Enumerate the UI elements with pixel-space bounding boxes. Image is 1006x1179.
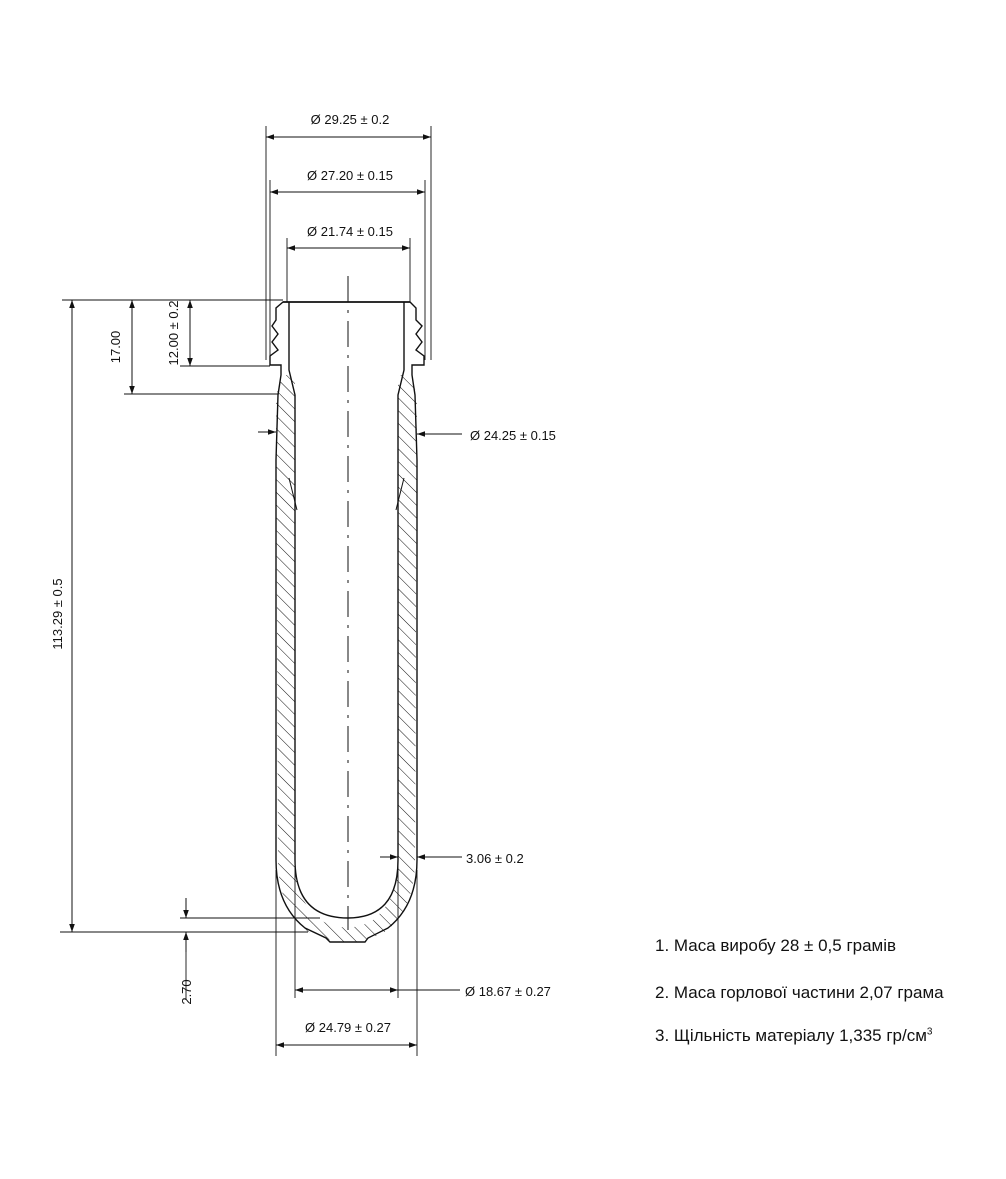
note-neck-mass: 2. Маса горлової частини 2,07 грама [655, 983, 944, 1002]
svg-text:12.00 ± 0.2: 12.00 ± 0.2 [166, 301, 181, 366]
note-material-density-text: 3. Щільність матеріалу 1,335 гр/см [655, 1026, 927, 1045]
superscript-cube: 3 [926, 1026, 933, 1038]
dim-body-outer-diameter: Ø 24.79 ± 0.27 [275, 870, 418, 1056]
note-material-density: 3. Щільність матеріалу 1,335 гр/см3 [655, 1026, 932, 1046]
neck-inner-taper-left [288, 477, 298, 511]
svg-text:Ø 21.74 ± 0.15: Ø 21.74 ± 0.15 [307, 224, 393, 239]
dim-support-ring-height: 17.00 [108, 300, 135, 394]
dim-body-upper-diameter: Ø 24.25 ± 0.15 [258, 428, 556, 443]
dim-thread-outer: Ø 29.25 ± 0.2 [265, 112, 432, 360]
svg-text:2.70: 2.70 [179, 979, 194, 1004]
svg-text:Ø 18.67 ± 0.27: Ø 18.67 ± 0.27 [465, 984, 551, 999]
dim-bottom-thickness: 2.70 [179, 898, 194, 1005]
svg-text:3.06 ± 0.2: 3.06 ± 0.2 [466, 851, 524, 866]
dim-wall-thickness: 3.06 ± 0.2 [380, 851, 524, 866]
right-wall-section [373, 375, 417, 930]
preform-outer-contour [269, 301, 425, 943]
bottom-section [305, 920, 388, 942]
dim-neck-inner: Ø 21.74 ± 0.15 [286, 224, 411, 302]
dim-total-height: 113.29 ± 0.5 [50, 300, 75, 932]
preform-inner-contour [288, 302, 405, 919]
svg-text:Ø 27.20 ± 0.15: Ø 27.20 ± 0.15 [307, 168, 393, 183]
svg-text:Ø 29.25 ± 0.2: Ø 29.25 ± 0.2 [311, 112, 390, 127]
neck-inner-taper-right [395, 477, 405, 511]
dim-thread-root: Ø 27.20 ± 0.15 [269, 168, 426, 360]
dim-body-inner-diameter: Ø 18.67 ± 0.27 [294, 860, 551, 999]
svg-text:Ø 24.25 ± 0.15: Ø 24.25 ± 0.15 [470, 428, 556, 443]
dim-neck-finish-height: 12.00 ± 0.2 [166, 300, 193, 366]
left-wall-section [276, 375, 320, 930]
note-product-mass: 1. Маса виробу 28 ± 0,5 грамів [655, 936, 897, 955]
svg-text:17.00: 17.00 [108, 331, 123, 364]
svg-text:113.29 ± 0.5: 113.29 ± 0.5 [50, 578, 65, 649]
svg-text:Ø 24.79 ± 0.27: Ø 24.79 ± 0.27 [305, 1020, 391, 1035]
